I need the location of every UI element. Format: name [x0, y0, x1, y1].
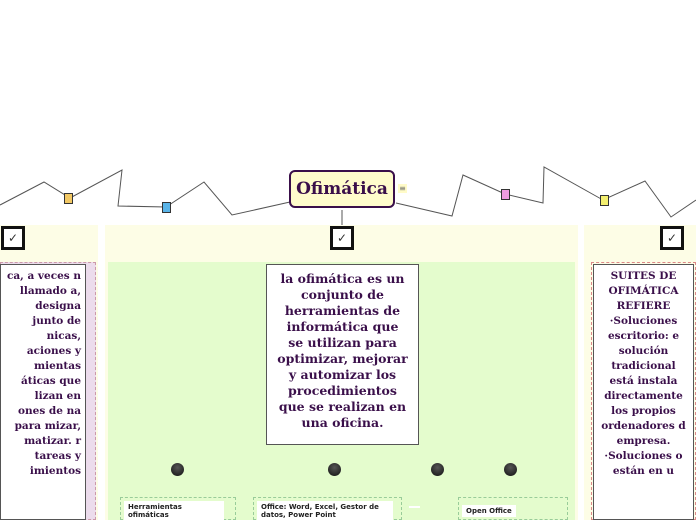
checkbox-right[interactable]: ✓	[660, 226, 684, 250]
child-label: Open Office	[462, 505, 516, 517]
center-text-box[interactable]: la ofimática es un conjunto de herramien…	[266, 264, 419, 445]
child-node-dot[interactable]	[171, 463, 184, 476]
note-icon-blue[interactable]	[162, 202, 171, 213]
child-node-dot[interactable]	[504, 463, 517, 476]
notes-icon[interactable]: ≡	[398, 184, 407, 193]
root-title: Ofimática	[296, 179, 388, 199]
child-open-office[interactable]: Open Office	[458, 497, 568, 520]
note-icon-yellow[interactable]	[64, 193, 73, 204]
child-label: Office: Word, Excel, Gestor de datos, Po…	[257, 501, 393, 521]
note-icon-lightyellow[interactable]	[600, 195, 609, 206]
collapsed-branch[interactable]	[409, 506, 420, 508]
left-text: ca, a veces n llamado a, designa junto d…	[6, 270, 81, 477]
note-icon-pink[interactable]	[501, 189, 510, 200]
checkbox-left[interactable]: ✓	[1, 226, 25, 250]
left-text-box[interactable]: ca, a veces n llamado a, designa junto d…	[0, 264, 86, 520]
child-herramientas[interactable]: Herramientas ofimáticas	[120, 497, 236, 521]
child-node-dot[interactable]	[328, 463, 341, 476]
right-text: SUITES DE OFIMÁTICA REFIERE ·Soluciones …	[601, 270, 686, 477]
center-text: la ofimática es un conjunto de herramien…	[277, 271, 408, 430]
child-office[interactable]: Office: Word, Excel, Gestor de datos, Po…	[253, 497, 402, 521]
child-label: Herramientas ofimáticas	[124, 501, 224, 521]
root-node[interactable]: Ofimática	[289, 170, 395, 208]
child-node-dot[interactable]	[431, 463, 444, 476]
checkbox-center[interactable]: ✓	[330, 226, 354, 250]
right-text-box[interactable]: SUITES DE OFIMÁTICA REFIERE ·Soluciones …	[593, 264, 694, 520]
